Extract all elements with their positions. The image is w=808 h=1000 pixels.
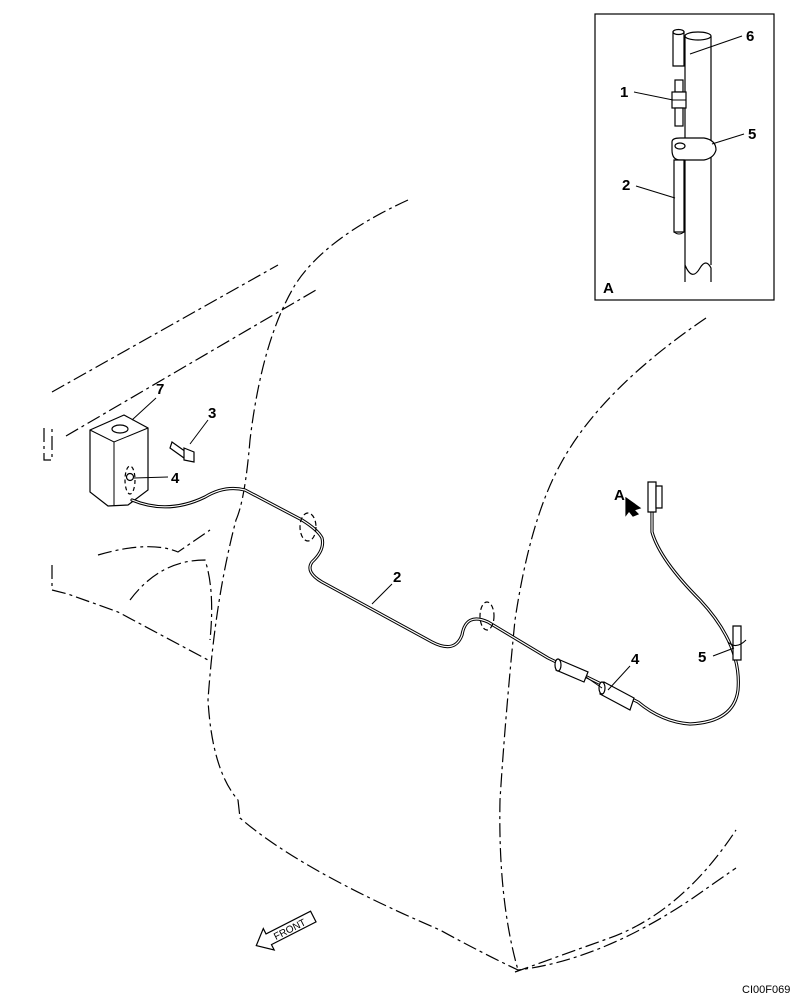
leader-main-7 [131,397,157,421]
outline-cab-left [207,199,409,801]
leader-main-2 [371,583,393,605]
outline-left-mid [97,529,211,556]
outline-frame-upper [65,289,317,437]
outline-left-lower [129,559,213,641]
view-a-reference: A [614,487,625,504]
hose-end-tube [647,481,657,513]
hose-main-outer [130,486,740,726]
view-a-arrow [625,496,642,517]
machine-outline [43,199,737,973]
hose-main [130,481,740,726]
detail-pillar-bottom [684,262,712,282]
leader-main-3 [189,419,209,445]
callout-main-4-upper: 4 [171,470,180,487]
leader-main-5 [712,647,735,657]
washer-tank-pump [125,472,135,482]
callout-main-3: 3 [208,405,216,422]
detail-joint [671,79,687,127]
detail-hose-upper-top [672,28,685,36]
washer-tank [89,414,149,507]
detail-view-frame [594,13,775,301]
front-arrow: FRONT [255,910,317,951]
hose-clip-4 [554,658,635,711]
outline-frame-top [51,264,279,393]
drawing-code: CI00F069 [742,984,790,996]
callout-detail-1: 1 [620,84,628,101]
callout-main-4-lower: 4 [631,651,640,668]
callout-detail-5: 5 [748,126,756,143]
detail-hose-lower-end [673,231,685,235]
callout-detail-2: 2 [622,177,630,194]
hose-end-tube-2 [655,485,663,509]
detail-hose-upper [672,31,685,67]
detail-clamp-hole [674,142,686,150]
grommet-1 [299,512,317,542]
detail-pillar-top [684,31,712,41]
bolt [169,441,195,463]
callout-main-7: 7 [156,381,164,398]
grommet-2 [479,601,495,631]
washer-tank-cap [111,424,129,434]
front-arrow-shape [255,910,317,951]
leader-detail-6 [689,35,743,55]
callout-main-2: 2 [393,569,401,586]
outline-cab-right [499,317,707,971]
leader-main-4-upper [133,476,169,479]
detail-view-letter: A [603,280,614,297]
leader-detail-5 [711,133,745,145]
leader-detail-1 [633,91,674,101]
callout-detail-6: 6 [746,28,754,45]
detail-hose-lower [673,159,685,233]
leader-detail-2 [635,185,676,199]
washer-tank-pump-mark [124,465,136,495]
outline-base-edge [514,829,737,973]
hose-main-inner [131,487,739,725]
detail-view-a: 6 1 5 2 A [594,13,775,301]
outline-left-block [43,425,209,661]
outline-base-lower [237,799,737,971]
callout-main-5: 5 [698,649,706,666]
leader-main-4-lower [607,665,631,691]
